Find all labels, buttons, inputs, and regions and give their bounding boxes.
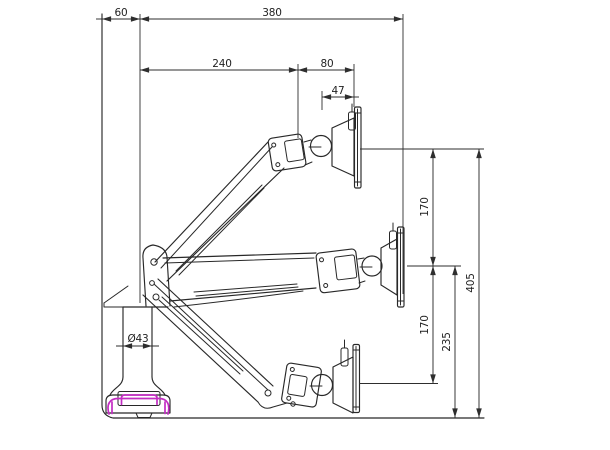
- arm-top-position: [154, 103, 362, 282]
- dim-43-label: Ø43: [127, 333, 148, 345]
- tilter-top: [331, 117, 355, 177]
- dimension-annotations: 60 380 240 80 47 170 170 2: [96, 7, 484, 418]
- dim-235-label: 235: [441, 332, 453, 351]
- dim-170-lower-label: 170: [419, 315, 431, 334]
- cable-clip-bottom: [340, 347, 349, 367]
- dim-80: 80: [297, 58, 354, 73]
- hub-pivot-bottom: [152, 293, 160, 301]
- arm-middle-position: [162, 222, 405, 308]
- base-flare-right: [151, 376, 166, 396]
- dim-405-label: 405: [465, 273, 477, 292]
- elbow-pivot: [264, 389, 272, 397]
- dim-60: 60: [96, 7, 140, 22]
- ball-joint-middle: [361, 255, 383, 277]
- arm-slot-line: [178, 187, 265, 276]
- hub-bracket: [142, 244, 171, 307]
- arm-slot-line: [161, 296, 244, 372]
- wrist-bracket-bottom: [281, 362, 322, 408]
- dim-47: 47: [321, 85, 359, 100]
- base-flare-left: [109, 376, 124, 396]
- arm-bottom-position: [142, 278, 361, 414]
- arm-slot-line: [193, 283, 298, 293]
- elbow-cap-bottom: [257, 401, 288, 409]
- arm-slot-line: [175, 184, 263, 272]
- base-foot: [105, 394, 171, 414]
- arm-slot-line: [195, 286, 299, 297]
- hub-pivot-mid: [149, 280, 155, 286]
- dim-170-lower: 170: [419, 265, 436, 384]
- vesa-plate-bottom: [352, 343, 361, 414]
- dim-170-upper-label: 170: [419, 197, 431, 216]
- desk-edge-profile: [101, 13, 485, 419]
- ball-joint-bottom: [310, 373, 334, 397]
- vesa-plate-top: [353, 106, 362, 189]
- wrist-bracket-top: [267, 133, 307, 172]
- arm-slot-line: [158, 299, 241, 375]
- wrist-bracket-middle: [315, 248, 361, 294]
- dim-380-label: 380: [262, 7, 281, 19]
- pole-and-base: [103, 244, 171, 418]
- dim-240-label: 240: [212, 58, 231, 70]
- dim-60-label: 60: [115, 7, 128, 19]
- base-tab: [135, 412, 153, 418]
- dim-170-upper: 170: [419, 148, 436, 266]
- ball-joint-top: [309, 134, 333, 158]
- dim-240: 240: [139, 58, 298, 73]
- tilter-bottom: [332, 356, 354, 414]
- dim-235: 235: [441, 265, 458, 418]
- dim-43: Ø43: [116, 333, 159, 349]
- desk-clamp-highlight: [107, 394, 170, 415]
- dim-380: 380: [139, 7, 403, 22]
- hub-pivot-top: [150, 258, 158, 266]
- dim-47-label: 47: [332, 85, 345, 97]
- vesa-plate-middle: [396, 226, 405, 308]
- dim-405: 405: [465, 148, 482, 418]
- tilter-middle: [380, 238, 398, 296]
- dim-80-label: 80: [321, 58, 334, 70]
